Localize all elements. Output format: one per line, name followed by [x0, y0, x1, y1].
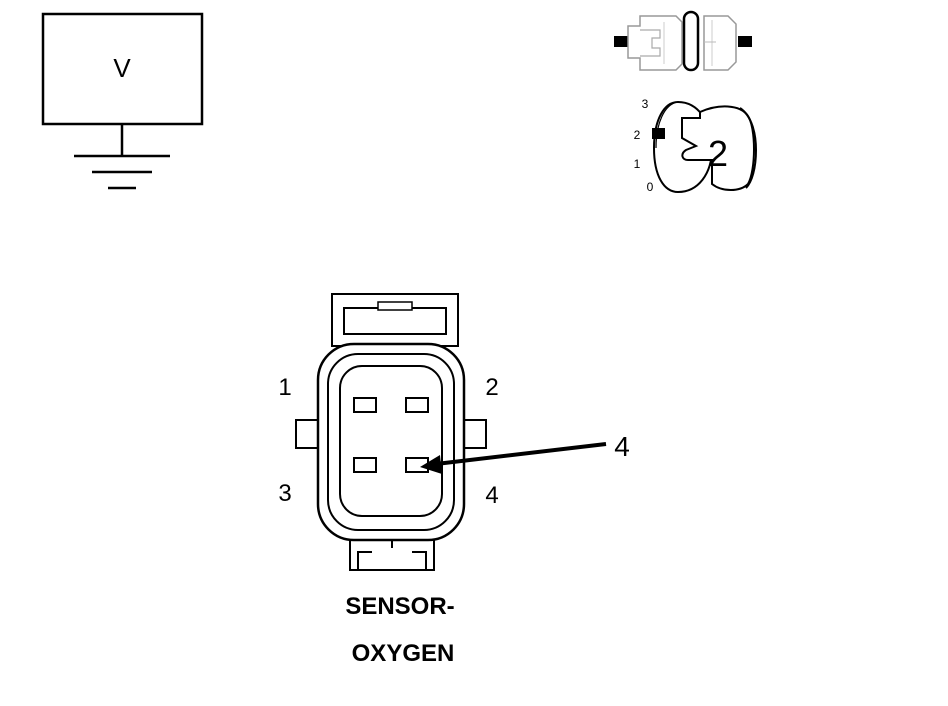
connector-title-line1: SENSOR- [345, 593, 454, 620]
ignition-position-0: 0 [647, 180, 654, 194]
pin-label-1: 1 [278, 374, 291, 401]
ignition-position-1: 1 [634, 157, 641, 171]
voltmeter-label: V [113, 53, 131, 83]
connector-title-line2: OXYGEN [352, 640, 455, 667]
voltmeter-symbol: V [41, 12, 204, 190]
ground-icon [74, 154, 170, 190]
oxygen-sensor-connector: 1 2 3 4 4 SENSOR- OXYGEN [278, 293, 630, 667]
ignition-switch-icon: 3 2 1 0 2 [634, 97, 758, 194]
pin-cavity-3 [353, 457, 377, 473]
pin-label-4: 4 [485, 482, 498, 509]
connector-face [339, 365, 443, 517]
ignition-position-2: 2 [634, 128, 641, 142]
disconnected-connector-icon [614, 10, 752, 72]
ignition-marker [652, 128, 665, 139]
pin-label-3: 3 [278, 480, 291, 507]
ignition-position-3: 3 [642, 97, 649, 111]
callout-label: 4 [614, 431, 630, 462]
voltmeter-box [41, 12, 204, 126]
ignition-key-label: 2 [708, 133, 728, 174]
callout-arrow [420, 442, 607, 474]
pin-cavity-2 [405, 397, 429, 413]
pin-cavity-1 [353, 397, 377, 413]
pin-label-2: 2 [485, 374, 498, 401]
connector-top-latch [331, 293, 459, 347]
